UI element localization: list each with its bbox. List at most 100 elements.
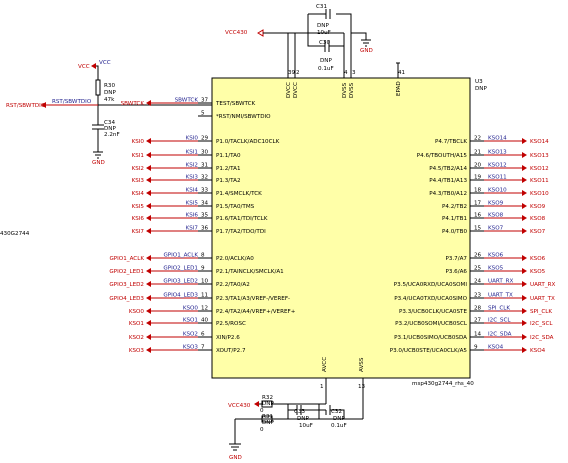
port-label-right: KSO5: [530, 269, 546, 275]
port-arrow-right: [522, 215, 527, 221]
bottom-pin-num: 1: [320, 384, 324, 390]
vcc430-port-bottom: [254, 401, 259, 407]
pin-num-right: 27: [474, 318, 482, 324]
ic-body: [211, 77, 471, 379]
top-pin-num: 39: [288, 70, 296, 76]
bottom-pin-name: AVSS: [359, 357, 365, 372]
net-label-left: SBWTCK: [175, 98, 199, 104]
net-label-right: I2C_SDA: [488, 332, 512, 338]
pin-name-right: P3.5/UCA0RXD/UCA0SOMI: [394, 282, 468, 288]
port-label-left: SBWTCK: [121, 101, 145, 107]
top-pin-name: EPAD: [396, 81, 402, 96]
pin-name-left: P1.6/TA1/TDI/TCLK: [216, 216, 268, 222]
pin-name-left: XIN/P2.6: [216, 335, 240, 341]
pin-name-right: P4.0/TB0: [442, 229, 467, 235]
c31-wires: [307, 13, 352, 33]
pin-name-right: P3.7/A7: [445, 256, 467, 262]
c33-ref: C33: [294, 409, 305, 415]
port-arrow-left: [146, 308, 151, 314]
pin-name-left: P1.2/TA1: [216, 166, 241, 172]
net-label-left: KSI1: [186, 150, 199, 156]
ic-part: msp430g2744_rhs_40: [412, 381, 474, 387]
net-label-right: SPI_CLK: [488, 306, 510, 312]
port-arrow-left: [146, 177, 151, 183]
c32-dnp: DNP: [333, 416, 345, 422]
pin-name-left: P2.5/ROSC: [216, 321, 246, 327]
r31-symbol: [261, 415, 288, 423]
vcc430-label-top: VCC430: [225, 30, 248, 36]
pin-name-right: P3.4/UCA0TXD/UCA0SIMO: [394, 296, 467, 302]
top-pin-num: 4: [344, 70, 348, 76]
port-arrow-left: [146, 320, 151, 326]
r30-ref: R30: [104, 83, 115, 89]
top-pin-name: DVCC: [293, 82, 299, 98]
port-label-right: SPI_CLK: [530, 309, 552, 315]
net-label-right: KSO5: [488, 266, 504, 272]
pin-num-left: 31: [201, 163, 209, 169]
port-arrow-left: [146, 295, 151, 301]
reset-wires: [92, 65, 212, 159]
port-arrow-right: [522, 152, 527, 158]
net-label-left: KSO1: [183, 318, 199, 324]
pin-name-left: XOUT/P2.7: [216, 348, 246, 354]
net-label-left: KSO2: [183, 332, 198, 338]
c31-dnp: DNP: [317, 23, 329, 29]
port-arrow-left: [146, 215, 151, 221]
reset-network: VCC VCC R30 DNP 47k C34 DNP 2.2nF GND RS…: [6, 60, 212, 166]
gnd-top-label: GND: [360, 48, 373, 54]
pin-name-right: P4.6/TBOUTH/A15: [417, 153, 468, 159]
port-arrow-right: [522, 320, 527, 326]
pin-num-left: 37: [201, 98, 209, 104]
net-label-left: GPIO4_LED3: [163, 293, 198, 299]
port-label-left: GPIO3_LED2: [109, 282, 144, 288]
c33-symbol: [287, 404, 320, 419]
pin-num-left: 6: [201, 332, 205, 338]
pin-num-left: 12: [201, 306, 208, 312]
vcc-node-label: VCC: [99, 60, 111, 66]
net-label-left: KSI5: [186, 201, 199, 207]
port-label-left: KSI6: [132, 216, 145, 222]
top-pins: 39 2 4 3 41 DVCC DVCC DVSS DVSS EPAD: [286, 70, 406, 98]
port-arrow-right: [522, 347, 527, 353]
port-arrow-right: [522, 177, 527, 183]
port-label-right: KSO6: [530, 256, 546, 262]
pin-name-left: P1.5/TA0/TMS: [216, 204, 255, 210]
pin-num-right: 17: [474, 201, 482, 207]
port-arrow-left: [146, 347, 151, 353]
pin-num-left: 33: [201, 188, 209, 194]
pin-name-right: P4.7/TBCLK: [435, 139, 467, 145]
port-arrow-left: [146, 190, 151, 196]
r30-value: 47k: [104, 97, 115, 103]
net-label-left: GPIO3_LED2: [163, 279, 198, 285]
port-label-left: KSI1: [132, 153, 145, 159]
port-label-left: KSI7: [132, 229, 145, 235]
pin-num-left: 10: [201, 279, 209, 285]
top-pin-num: 41: [398, 70, 406, 76]
pin-name-left: P1.3/TA2: [216, 178, 241, 184]
rst-net-label: RST/SBWTDIO: [52, 99, 92, 105]
port-arrow-right: [522, 295, 527, 301]
port-arrow-right: [522, 203, 527, 209]
pin-name-right: P3.0/UCB0STE/UCA0CLK/A5: [390, 348, 468, 354]
port-label-left: KSO1: [129, 321, 145, 327]
epad-stub: [396, 62, 400, 78]
net-label-left: KSI3: [186, 175, 199, 181]
r32-dnp: DNP: [262, 401, 274, 407]
port-arrow-right: [522, 138, 527, 144]
pin-name-left: P1.4/SMCLK/TCK: [216, 191, 262, 197]
net-label-right: KSO10: [488, 188, 507, 194]
c33-value: 10uF: [299, 423, 313, 429]
net-label-left: KSI6: [186, 213, 199, 219]
top-pin-name: DVSS: [342, 82, 348, 98]
pin-num-right: 21: [474, 150, 482, 156]
net-label-right: UART_TX: [488, 293, 513, 299]
port-label-left: GPIO4_LED3: [109, 296, 144, 302]
pin-name-left: P1.0/TACLK/ADC10CLK: [216, 139, 280, 145]
net-label-left: KSI0: [186, 136, 199, 142]
port-label-right: KSO8: [530, 216, 546, 222]
net-label-right: UART_RX: [488, 279, 514, 285]
c30-dnp: DNP: [320, 58, 332, 64]
ic-value: DNP: [475, 86, 487, 92]
pin-name-right: P3.2/UCB0SOMI/UCB0SCL: [395, 321, 468, 327]
port-label-right: I2C_SDA: [530, 335, 554, 341]
